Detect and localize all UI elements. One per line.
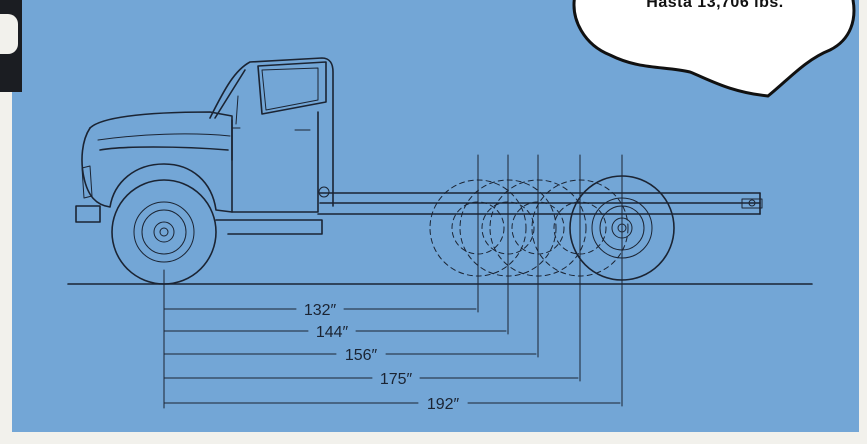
callout-bubble xyxy=(572,0,856,98)
dimension-label: 192″ xyxy=(427,396,460,413)
alternate-axle-positions xyxy=(429,179,629,277)
dimension-label: 175″ xyxy=(380,371,413,388)
chassis-frame xyxy=(317,192,763,215)
dimension-175: 175″ xyxy=(163,371,579,388)
front-wheel xyxy=(111,179,217,285)
dimension-label: 132″ xyxy=(304,302,337,319)
truck-cab xyxy=(75,57,334,235)
dimension-156: 156″ xyxy=(163,347,537,364)
corner-badge xyxy=(0,0,22,92)
dimension-label: 156″ xyxy=(345,347,378,364)
dimension-144: 144″ xyxy=(163,324,507,341)
capacity-caption: Hasta 13,706 lbs. xyxy=(646,0,784,11)
axle-reference-lines xyxy=(163,154,623,409)
dimension-132: 132″ xyxy=(163,302,477,319)
corner-emblem-icon xyxy=(0,14,18,54)
dimension-label: 144″ xyxy=(316,324,349,341)
dimension-192: 192″ xyxy=(163,396,621,413)
